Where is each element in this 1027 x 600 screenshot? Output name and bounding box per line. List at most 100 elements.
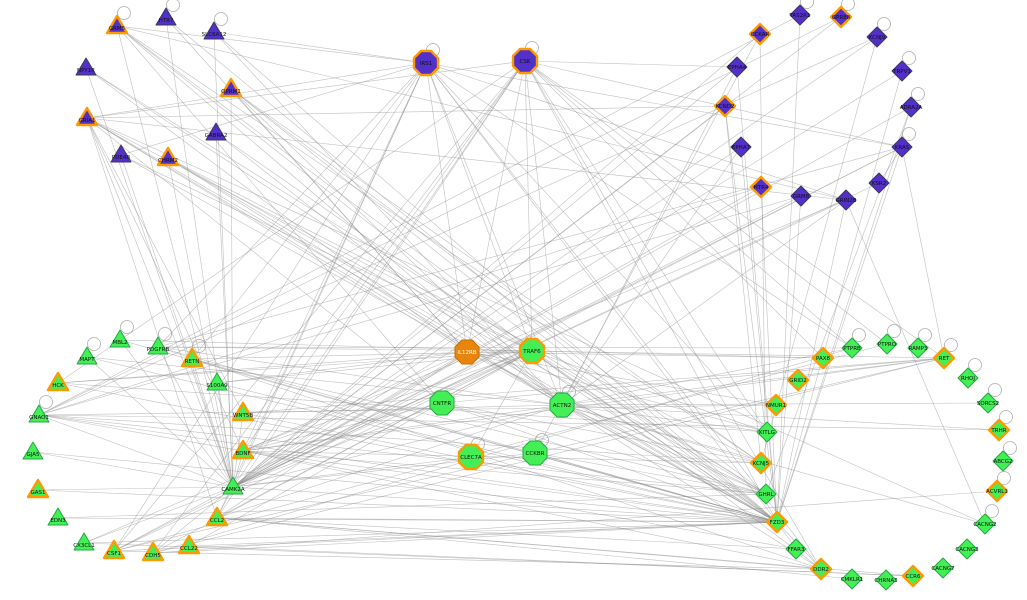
edge-CX3CL1-CAMK2A bbox=[83, 486, 234, 544]
edge-GAS1-FZD3 bbox=[37, 489, 778, 523]
node-GJA5[interactable]: GJA5 bbox=[22, 441, 44, 460]
edge-OPRM1-ACTN2 bbox=[230, 88, 563, 406]
edge-CDH5-PTPRB bbox=[152, 347, 853, 554]
node-MAPT[interactable]: MAPT bbox=[76, 346, 98, 365]
edge-CSK-EPHA4 bbox=[524, 60, 738, 68]
node-CX3CL1[interactable]: CX3CL1 bbox=[73, 532, 95, 551]
node-HTR4[interactable]: HTR4 bbox=[749, 175, 773, 199]
edge-MBL2-CAMK2A bbox=[119, 339, 234, 488]
node-HTR7[interactable]: HTR7 bbox=[155, 7, 177, 26]
edge-CCKBR-GHRL bbox=[534, 452, 767, 495]
edge-PDGFRB-CAMK2A bbox=[157, 346, 234, 488]
node-ACTN2[interactable]: ACTN2 bbox=[549, 392, 575, 418]
self-loop-PDGFRB bbox=[158, 327, 172, 341]
edge-GRIN2B-ACTN2 bbox=[561, 199, 847, 406]
node-HCK[interactable]: HCK bbox=[46, 371, 70, 392]
node-ABCG2[interactable]: ABCG2 bbox=[992, 450, 1014, 472]
node-CMKLR1[interactable]: CMKLR1 bbox=[841, 568, 864, 590]
node-TRPV1[interactable]: TRPV1 bbox=[891, 60, 913, 82]
node-GRIN2B[interactable]: GRIN2B bbox=[835, 189, 857, 211]
triangle-shape bbox=[75, 106, 99, 127]
edge-GAS1-CAMK2A bbox=[37, 486, 234, 491]
node-ACVRL1[interactable]: ACVRL1 bbox=[985, 479, 1009, 503]
node-NPY1R[interactable]: NPY1R bbox=[75, 57, 97, 76]
node-PTPRO[interactable]: PTPRO bbox=[876, 333, 898, 355]
node-IL12RB[interactable]: IL12RB bbox=[454, 339, 480, 365]
diamond-shape bbox=[992, 450, 1014, 472]
edge-PDGFRB-ACTN2 bbox=[157, 346, 563, 406]
triangle-shape bbox=[205, 122, 227, 141]
node-CCKBR[interactable]: CCKBR bbox=[522, 440, 548, 466]
diamond-shape bbox=[868, 172, 890, 194]
node-CCKAR[interactable]: CCKAR bbox=[748, 22, 772, 46]
node-GAS1[interactable]: GAS1 bbox=[26, 478, 50, 499]
node-CACNG3[interactable]: CACNG3 bbox=[955, 538, 979, 560]
self-loop-TAS2R1 bbox=[800, 0, 814, 9]
node-EDN3[interactable]: EDN3 bbox=[47, 507, 69, 526]
node-GPR88[interactable]: GPR88 bbox=[829, 5, 853, 29]
node-CLEC7A[interactable]: CLEC7A bbox=[457, 443, 485, 471]
edge-KRAS-RET bbox=[901, 146, 945, 359]
node-TRHR[interactable]: TRHR bbox=[987, 418, 1011, 442]
edges-layer bbox=[32, 14, 1000, 580]
edge-IRS1-FZD3 bbox=[425, 62, 778, 523]
self-loop-KRAS bbox=[902, 127, 916, 141]
node-GRID2[interactable]: GRID2 bbox=[786, 368, 810, 392]
node-GRM5[interactable]: GRM5 bbox=[105, 14, 129, 35]
edge-IRS1-KITLG bbox=[425, 62, 768, 433]
node-CNTFR[interactable]: CNTFR bbox=[429, 390, 455, 416]
node-KCND2[interactable]: KCND2 bbox=[713, 94, 737, 118]
edge-MAPT-ACTN2 bbox=[86, 356, 563, 406]
node-EPHA7[interactable]: EPHA7 bbox=[730, 136, 752, 158]
node-CCR6[interactable]: CCR6 bbox=[901, 564, 925, 588]
edge-EPHA4-ACTN2 bbox=[561, 66, 738, 406]
diamond-shape bbox=[748, 22, 772, 46]
edge-CLEC7A-CAMK2A bbox=[232, 456, 472, 488]
node-KITLG[interactable]: KITLG bbox=[756, 421, 778, 443]
node-CACNG7[interactable]: CACNG7 bbox=[931, 557, 955, 579]
node-PDGFRB[interactable]: PDGFRB bbox=[147, 336, 170, 355]
node-FFAR3[interactable]: FFAR3 bbox=[785, 538, 807, 560]
node-KRAS[interactable]: KRAS bbox=[891, 136, 913, 158]
edge-ACTN2-DDR2 bbox=[561, 404, 822, 570]
edge-GRIN2B-FZD3 bbox=[776, 199, 847, 523]
node-S100A9[interactable]: S100A9 bbox=[206, 372, 228, 391]
node-KSR2[interactable]: KSR2 bbox=[868, 172, 890, 194]
edge-ACTN2-KITLG bbox=[561, 404, 768, 433]
node-RET[interactable]: RET bbox=[932, 346, 956, 370]
node-SLC6A12[interactable]: SLC6A12 bbox=[202, 21, 227, 40]
node-GRIA1[interactable]: GRIA1 bbox=[75, 106, 99, 127]
node-FZD3[interactable]: FZD3 bbox=[765, 510, 789, 534]
diamond-shape bbox=[985, 479, 1009, 503]
diamond-shape bbox=[829, 5, 853, 29]
node-RHOJ[interactable]: RHOJ bbox=[957, 367, 979, 389]
octagon-shape bbox=[518, 337, 546, 365]
self-loop-GPR88 bbox=[841, 0, 855, 11]
node-KCNJ5[interactable]: KCNJ5 bbox=[749, 451, 773, 475]
node-CSK[interactable]: CSK bbox=[511, 47, 539, 75]
edge-CSK-RET bbox=[524, 60, 945, 359]
node-NMUR1[interactable]: NMUR1 bbox=[764, 393, 788, 417]
node-TAS2R1[interactable]: TAS2R1 bbox=[788, 4, 811, 26]
triangle-shape bbox=[141, 541, 165, 562]
diamond-shape bbox=[900, 96, 922, 118]
node-GNAO1[interactable]: GNAO1 bbox=[28, 404, 50, 423]
node-MBL2[interactable]: MBL2 bbox=[109, 329, 131, 348]
edge-GRIA1-FZD3 bbox=[86, 117, 778, 523]
node-IRS1[interactable]: IRS1 bbox=[412, 49, 440, 77]
node-DDR2[interactable]: DDR2 bbox=[809, 557, 833, 581]
node-SORCS2[interactable]: SORCS2 bbox=[977, 392, 999, 414]
edge-CSK-PTPRO bbox=[524, 60, 888, 345]
node-CCL2[interactable]: CCL2 bbox=[205, 506, 229, 527]
node-KCNJ9[interactable]: KCNJ9 bbox=[866, 26, 888, 48]
diamond-shape bbox=[835, 189, 857, 211]
node-OPRM1[interactable]: OPRM1 bbox=[219, 77, 243, 98]
node-RAMP3[interactable]: RAMP3 bbox=[907, 337, 929, 359]
edge-TAS2R1-FZD3 bbox=[776, 14, 801, 523]
self-loop-TRPV1 bbox=[902, 51, 916, 65]
edge-GNAO1-KCNJ5 bbox=[38, 414, 762, 464]
edge-CCL2-ACTN2 bbox=[216, 404, 563, 519]
node-GRM8[interactable]: GRM8 bbox=[790, 185, 812, 207]
node-TRAF6[interactable]: TRAF6 bbox=[518, 337, 546, 365]
